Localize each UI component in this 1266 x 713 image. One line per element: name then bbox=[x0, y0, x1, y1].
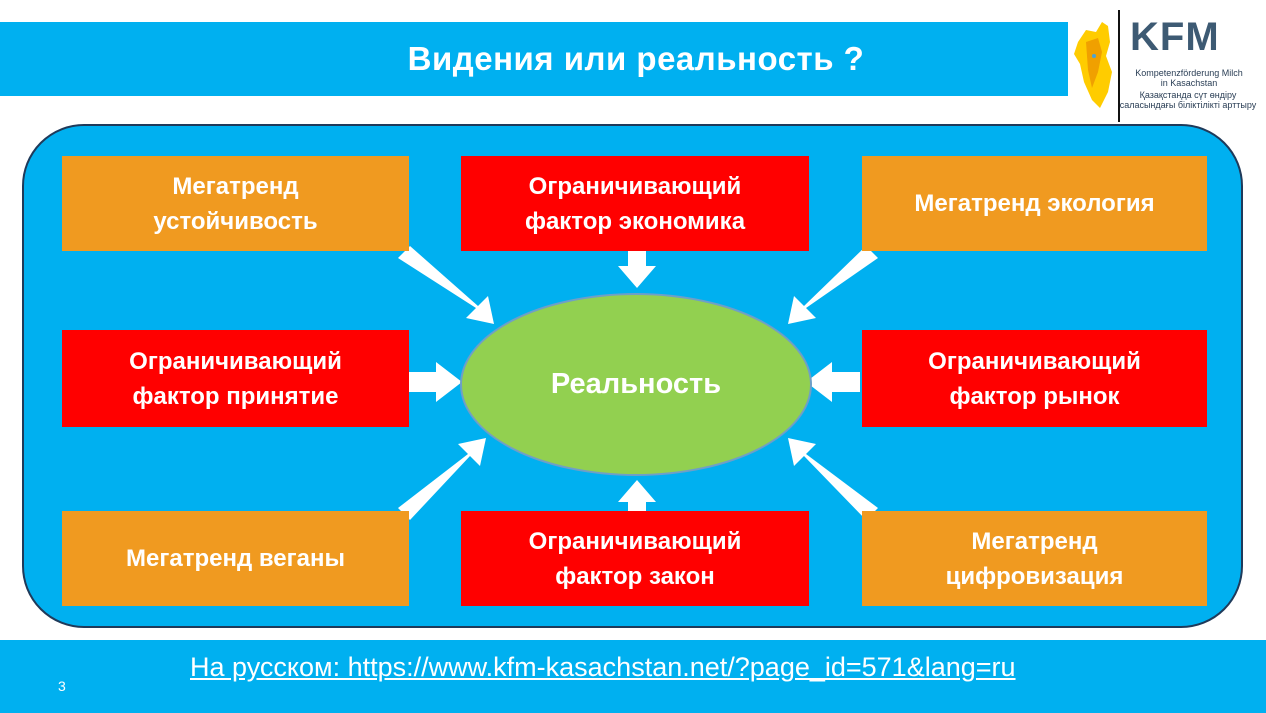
arrow-top-left bbox=[398, 246, 494, 324]
megatrend-digitalization: Мегатренд цифровизация bbox=[862, 511, 1207, 606]
title-bar: Видения или реальность ? bbox=[0, 22, 1072, 96]
logo-subtitle-kz: Қазақстанда сүт өндіру саласындағы білік… bbox=[1119, 90, 1257, 110]
logo-brand: KFM bbox=[1130, 15, 1220, 59]
arrow-mid-left bbox=[408, 362, 462, 402]
logo-divider bbox=[1118, 10, 1120, 122]
limiting-factor-law: Ограничивающий фактор закон bbox=[461, 511, 809, 606]
megatrend-sustainability: Мегатренд устойчивость bbox=[62, 156, 409, 251]
logo-subtitle-de: Kompetenzförderung Milch in Kasachstan bbox=[1135, 68, 1243, 88]
arrow-bottom-left bbox=[398, 438, 486, 520]
limiting-factor-acceptance: Ограничивающий фактор принятие bbox=[62, 330, 409, 427]
arrow-mid-right bbox=[806, 362, 860, 402]
kazakhstan-map-icon bbox=[1074, 22, 1112, 108]
arrow-bottom-right bbox=[788, 438, 878, 520]
russian-page-link[interactable]: На русском: https://www.kfm-kasachstan.n… bbox=[190, 652, 1016, 682]
limiting-factor-market: Ограничивающий фактор рынок bbox=[862, 330, 1207, 427]
limiting-factor-economy: Ограничивающий фактор экономика bbox=[461, 156, 809, 251]
arrow-top-center bbox=[618, 250, 656, 288]
kfm-logo: KFM Kompetenzförderung Milch in Kasachst… bbox=[1068, 10, 1266, 122]
slide-title: Видения или реальность ? bbox=[407, 40, 865, 77]
megatrend-ecology: Мегатренд экология bbox=[862, 156, 1207, 251]
arrow-bottom-center bbox=[618, 480, 656, 518]
reality-ellipse: Реальность bbox=[460, 293, 812, 476]
arrow-top-right bbox=[788, 246, 878, 324]
page-number: 3 bbox=[58, 678, 66, 694]
megatrend-vegans: Мегатренд веганы bbox=[62, 511, 409, 606]
footer-bar: 3 На русском: https://www.kfm-kasachstan… bbox=[0, 640, 1266, 713]
